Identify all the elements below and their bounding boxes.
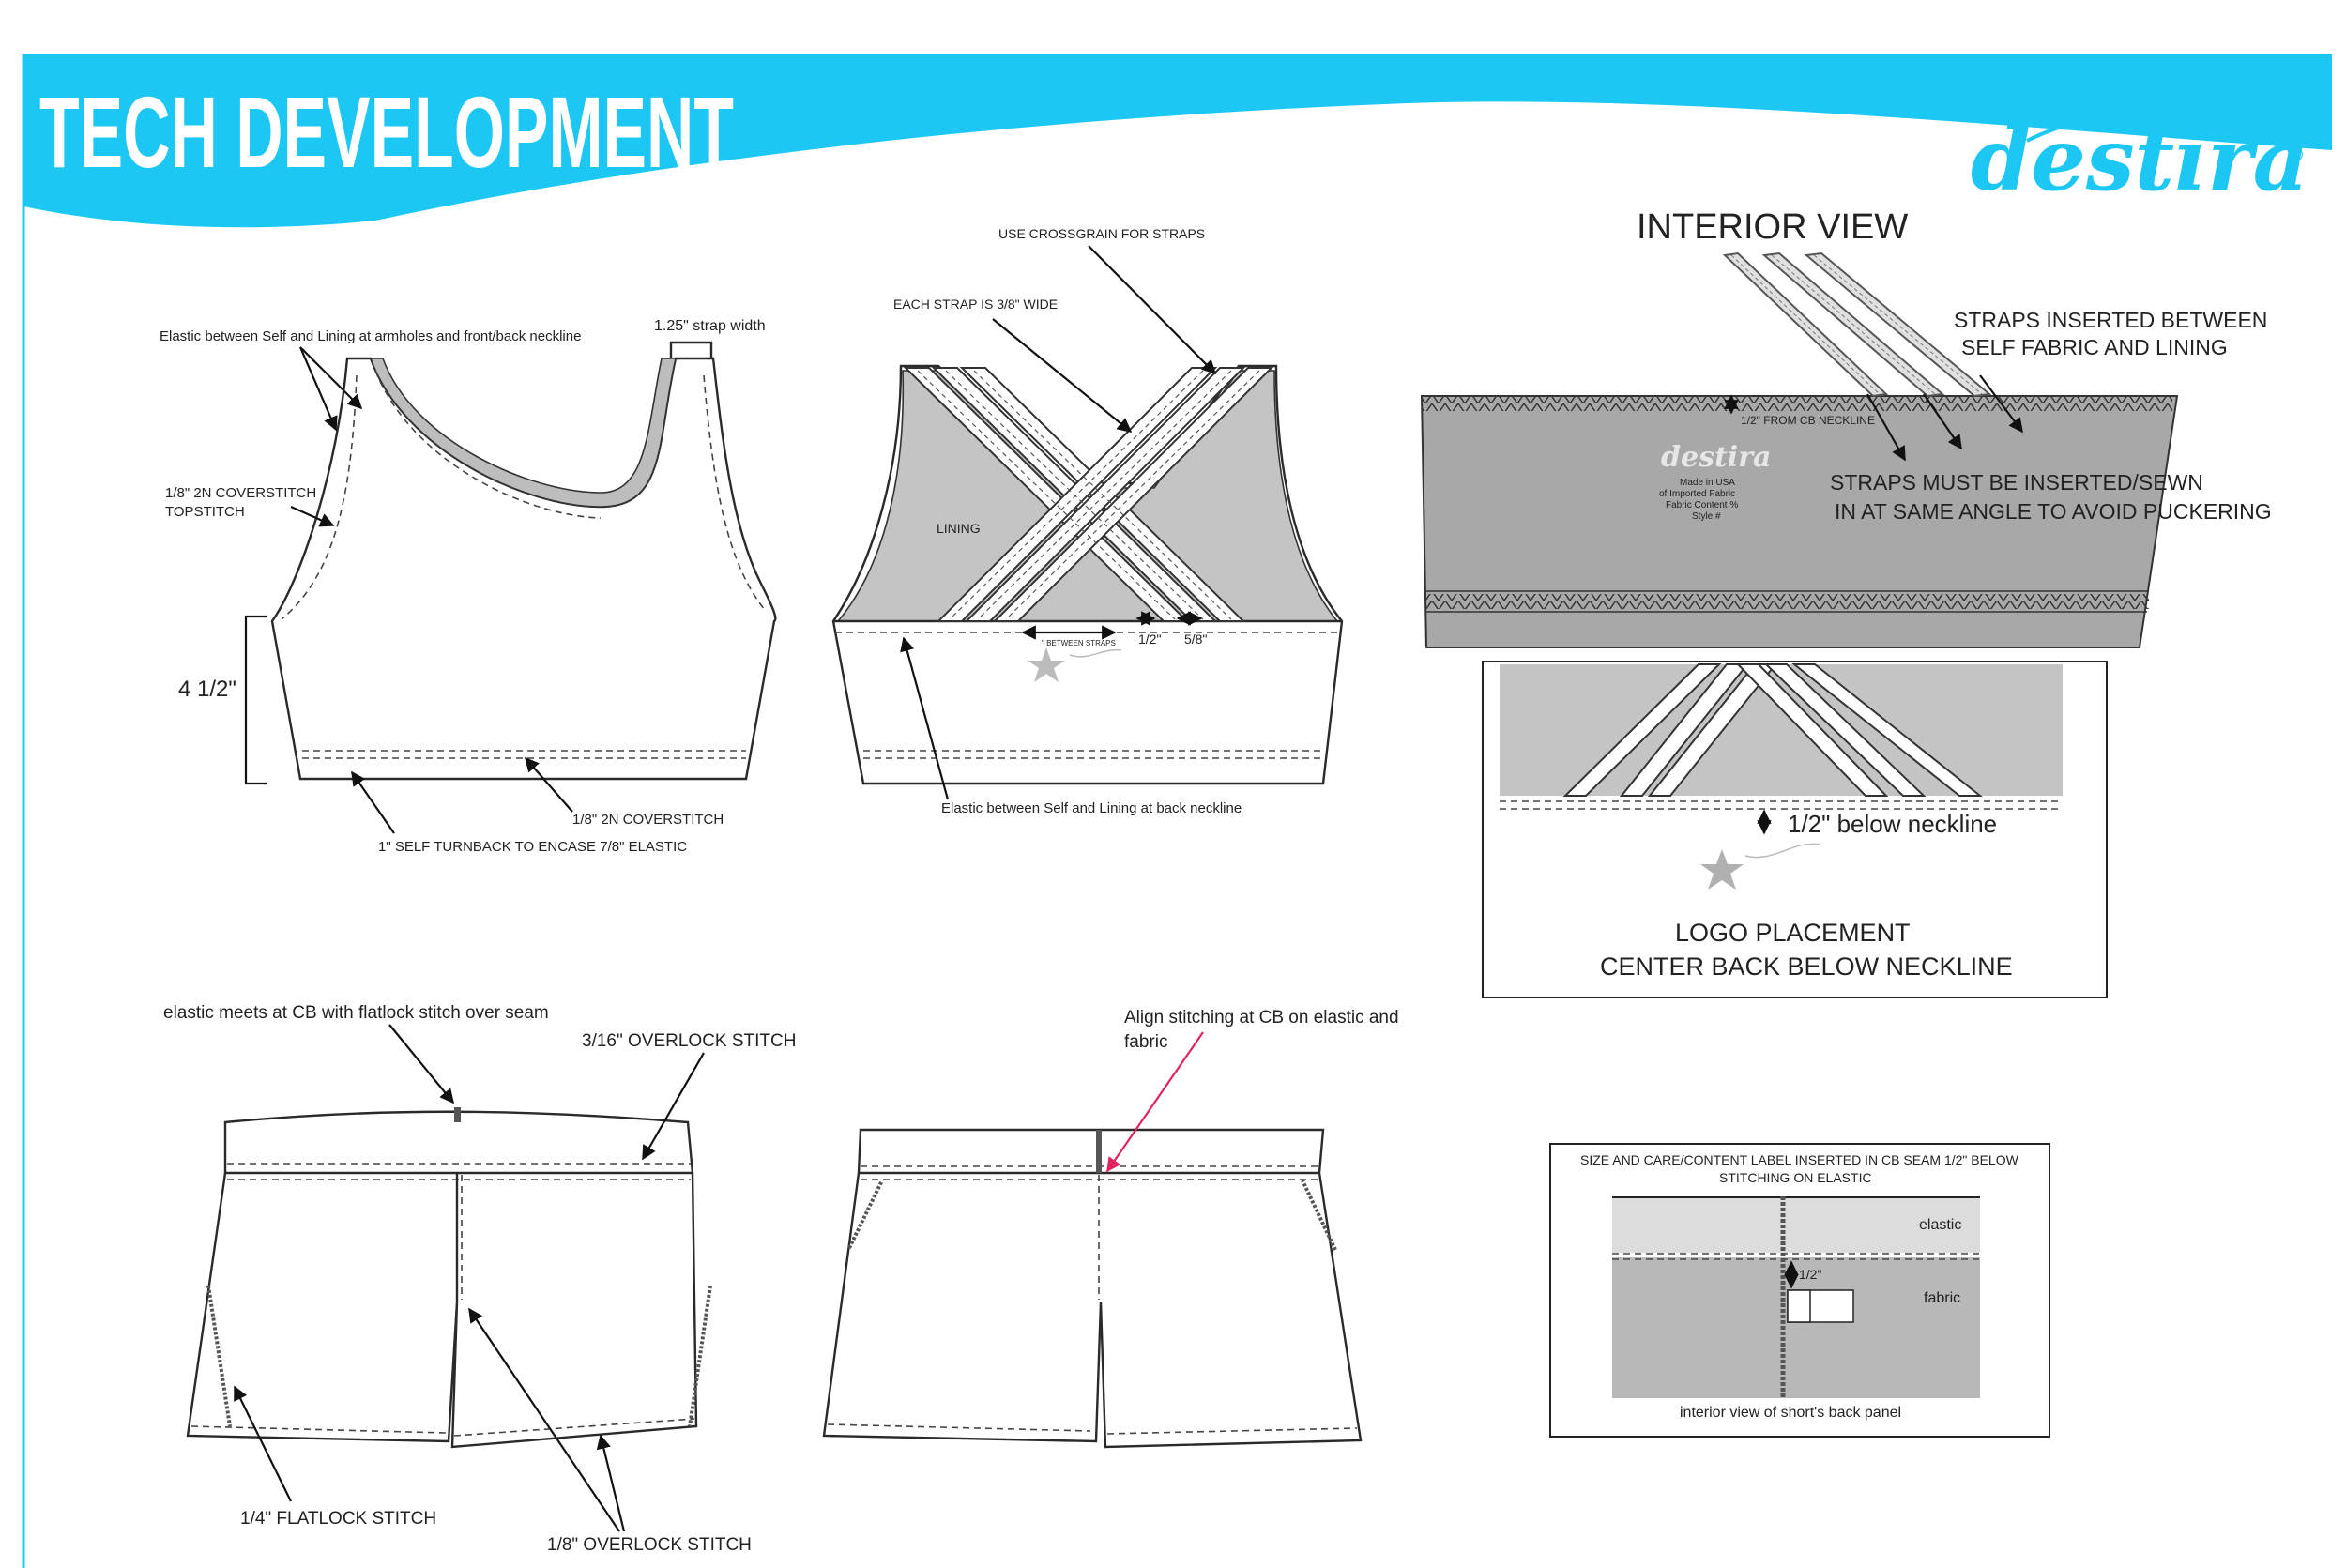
align-note-line2: fabric bbox=[1124, 1032, 1167, 1052]
bra-back-arrows bbox=[900, 245, 1217, 800]
label-box-caption: interior view of short's back panel bbox=[1680, 1405, 1901, 1421]
bra-front-sketch bbox=[270, 341, 777, 781]
height-label: 4 1/2" bbox=[178, 677, 236, 702]
flatlock-label: 1/4" FLATLOCK STITCH bbox=[240, 1509, 436, 1529]
care-label-line2: of Imported Fabric bbox=[1659, 489, 1735, 499]
brand-logo: destira ® bbox=[1971, 109, 2308, 210]
bra-back-sketch bbox=[831, 364, 1344, 785]
label-box-title-line1: SIZE AND CARE/CONTENT LABEL INSERTED IN … bbox=[1580, 1152, 2019, 1167]
elastic-note: Elastic between Self and Lining at armho… bbox=[160, 328, 581, 344]
label-detail-sketch bbox=[1612, 1196, 1980, 1398]
logo-placement-line2: CENTER BACK BELOW NECKLINE bbox=[1600, 952, 2013, 981]
brand-name: destira bbox=[1971, 109, 2308, 210]
interior-panel bbox=[1420, 251, 2179, 648]
crossgrain-label: USE CROSSGRAIN FOR STRAPS bbox=[998, 226, 1205, 241]
care-label-print: destira Made in USA of Imported Fabric F… bbox=[1659, 441, 1771, 522]
shorts-front-sketch bbox=[186, 1107, 712, 1449]
care-label-brand: destira bbox=[1661, 441, 1771, 474]
coverstitch-label: 1/8" 2N COVERSTITCH bbox=[165, 485, 316, 501]
lining-label: LINING bbox=[937, 521, 981, 536]
interior-arrows bbox=[1724, 374, 2023, 462]
angle-note-line2: IN AT SAME ANGLE TO AVOID PUCKERING bbox=[1835, 499, 2272, 524]
angle-note-line1: STRAPS MUST BE INSERTED/SEWN bbox=[1830, 470, 2203, 495]
elastic-label: elastic bbox=[1919, 1217, 1961, 1233]
care-label-line3: Fabric Content % bbox=[1666, 500, 1738, 510]
strap-width-label: 1.25" strap width bbox=[654, 318, 766, 334]
fabric-label: fabric bbox=[1924, 1290, 1960, 1306]
from-cb-label: 1/2" FROM CB NECKLINE bbox=[1741, 414, 1875, 427]
header-banner bbox=[22, 54, 2332, 1568]
overlock-316-label: 3/16" OVERLOCK STITCH bbox=[582, 1031, 796, 1051]
bra-front-arrows bbox=[290, 346, 573, 834]
align-note-line1: Align stitching at CB on elastic and bbox=[1124, 1008, 1399, 1028]
elastic-meets-label: elastic meets at CB with flatlock stitch… bbox=[163, 1003, 549, 1023]
shorts-back-sketch bbox=[822, 1128, 1363, 1449]
below-neckline-label: 1/2" below neckline bbox=[1788, 810, 1997, 838]
elastic-back-label: Elastic between Self and Lining at back … bbox=[941, 800, 1242, 816]
five-eighths-label: 5/8" bbox=[1184, 632, 1207, 647]
between-straps-label: " BETWEEN STRAPS bbox=[1042, 639, 1116, 647]
label-box-title-line2: STITCHING ON ELASTIC bbox=[1719, 1170, 1872, 1185]
interior-title: INTERIOR VIEW bbox=[1637, 207, 1908, 247]
half-inch-detail: 1/2" bbox=[1799, 1267, 1821, 1282]
hem-coverstitch-label: 1/8" 2N COVERSTITCH bbox=[572, 812, 724, 828]
half-inch-label: 1/2" bbox=[1138, 632, 1161, 647]
align-arrow bbox=[1106, 1031, 1204, 1173]
page-title: TECH DEVELOPMENT bbox=[39, 75, 734, 189]
care-label-line4: Style # bbox=[1692, 511, 1721, 522]
topstitch-label: TOPSTITCH bbox=[165, 504, 245, 520]
overlock-18-label: 1/8" OVERLOCK STITCH bbox=[547, 1535, 752, 1555]
registered-mark: ® bbox=[2288, 143, 2303, 166]
strap-wide-label: EACH STRAP IS 3/8" WIDE bbox=[893, 297, 1058, 312]
turnback-label: 1" SELF TURNBACK TO ENCASE 7/8" ELASTIC bbox=[378, 839, 687, 855]
straps-between-line1: STRAPS INSERTED BETWEEN bbox=[1954, 308, 2267, 332]
logo-placement-sketch bbox=[1500, 663, 2063, 890]
height-bracket bbox=[244, 615, 267, 785]
logo-placement-line1: LOGO PLACEMENT bbox=[1675, 919, 1911, 947]
straps-between-line2: SELF FABRIC AND LINING bbox=[1961, 335, 2228, 359]
care-label-line1: Made in USA bbox=[1680, 478, 1735, 488]
shorts-front-arrows bbox=[234, 1024, 705, 1532]
